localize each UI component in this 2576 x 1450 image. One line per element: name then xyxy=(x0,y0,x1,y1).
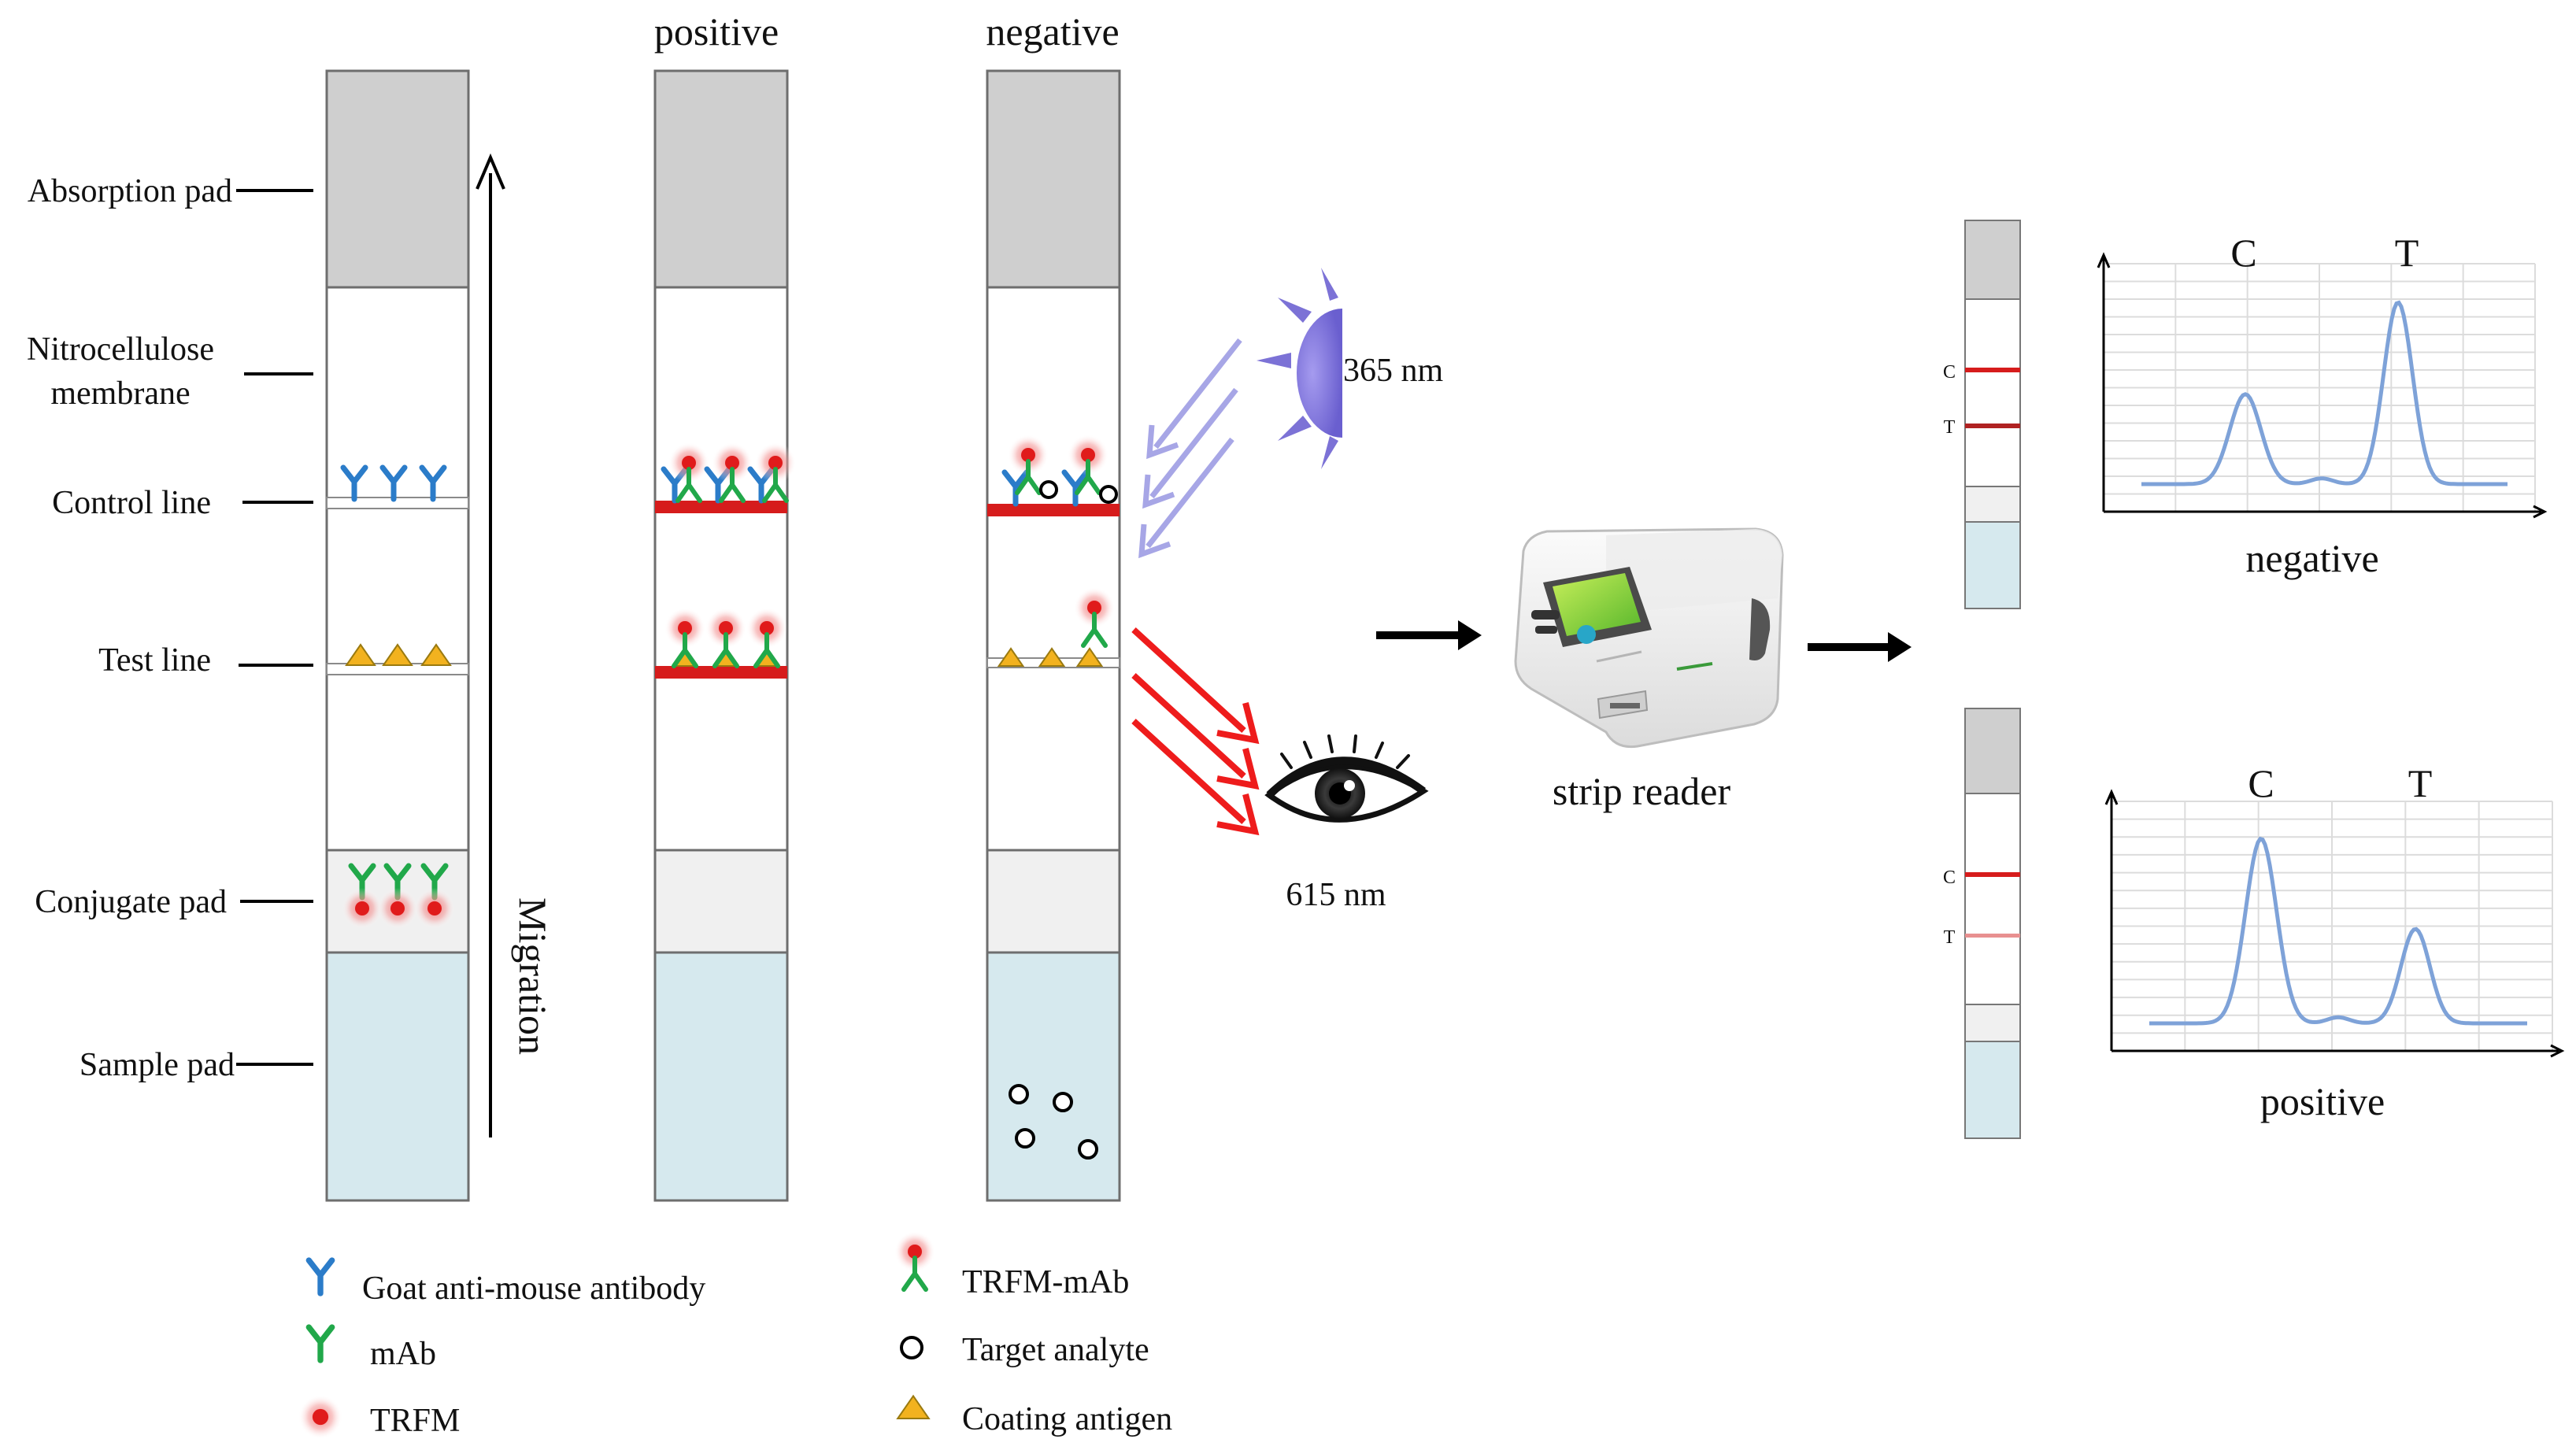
migration-label: Migration xyxy=(511,897,555,1055)
positive-control-red-line xyxy=(655,501,787,513)
positive-result-strip xyxy=(1964,708,2021,1139)
positive-strip-t-label: T xyxy=(1944,927,1956,948)
sample-pad xyxy=(325,951,470,1202)
nitrocellulose-membrane xyxy=(325,286,470,852)
uv-light-icon xyxy=(1257,268,1342,469)
negative-peak-t: T xyxy=(2395,231,2419,275)
membrane-label: membrane xyxy=(50,375,190,412)
positive-control-trfm-mab-2 xyxy=(755,442,796,503)
emission-arrows xyxy=(1131,627,1260,836)
legend-trfm-mab-icon xyxy=(894,1231,935,1292)
emission-label: 615 nm xyxy=(1286,877,1386,913)
coating-antigen-2 xyxy=(420,643,452,666)
coating-antigen-0 xyxy=(345,643,376,666)
negative-strip-title: negative xyxy=(986,9,1119,54)
sample-analyte-1 xyxy=(1053,1092,1073,1112)
negative-strip-c-label: C xyxy=(1943,362,1956,383)
positive-test-complexes xyxy=(664,608,787,668)
negative-control-trfm-mab-0 xyxy=(1008,435,1049,495)
legend-icons xyxy=(298,1231,935,1439)
legend-trfm: TRFM xyxy=(370,1403,460,1439)
negative-result-title: negative xyxy=(2245,536,2378,580)
positive-test-red-line xyxy=(655,666,787,679)
negative-chart xyxy=(2097,252,2548,519)
legend-mab-icon xyxy=(305,1324,335,1363)
sample-analyte-2 xyxy=(1015,1128,1035,1149)
positive-test-trfm-mab-2 xyxy=(746,608,787,668)
negative-antigen-1 xyxy=(1038,647,1066,667)
legend-mab: mAb xyxy=(370,1336,436,1372)
negative-strip-t-label: T xyxy=(1944,417,1956,438)
negative-control-red-line xyxy=(987,504,1120,516)
negative-antigen-2 xyxy=(1075,647,1104,667)
sample-analyte-3 xyxy=(1078,1139,1098,1160)
negative-result-strip xyxy=(1964,220,2021,609)
goat-antibody-1 xyxy=(379,464,408,502)
nitrocellulose-label: Nitrocellulose xyxy=(27,331,214,368)
label-leaders xyxy=(236,189,313,1066)
trfm-mab-2 xyxy=(414,863,455,929)
negative-control-analyte-1 xyxy=(1099,485,1118,504)
legend-goat-antibody-icon xyxy=(305,1257,335,1296)
strip-reader-label: strip reader xyxy=(1553,769,1731,813)
excitation-label: 365 nm xyxy=(1343,353,1444,389)
legend-trfm-mab: TRFM-mAb xyxy=(962,1264,1129,1300)
strip-reader-icon xyxy=(1514,527,1784,749)
sample-analyte-0 xyxy=(1009,1084,1029,1104)
absorption-pad-label: Absorption pad xyxy=(28,173,232,209)
negative-complexes xyxy=(997,435,1118,1160)
migration-arrowhead xyxy=(476,153,505,190)
positive-strip xyxy=(653,69,796,1202)
positive-curve xyxy=(2149,836,2527,1026)
negative-strip xyxy=(986,69,1121,1202)
legend-target-analyte: Target analyte xyxy=(962,1332,1149,1368)
positive-strip-title: positive xyxy=(654,9,779,54)
legend-target-analyte-icon xyxy=(900,1336,923,1359)
goat-antibody-row xyxy=(340,464,447,502)
negative-test-trfm-mab xyxy=(1074,587,1115,648)
trfm-mab-row xyxy=(342,863,455,929)
positive-control-trfm-mab-1 xyxy=(712,442,753,503)
negative-antigen-0 xyxy=(997,647,1025,667)
control-line-label: Control line xyxy=(52,485,211,521)
goat-antibody-2 xyxy=(419,464,447,502)
test-line-label: Test line xyxy=(98,642,211,679)
positive-control-trfm-mab-0 xyxy=(668,442,709,503)
strip-components xyxy=(325,69,470,1202)
negative-control-analyte-0 xyxy=(1039,480,1058,499)
positive-control-complexes xyxy=(661,442,796,504)
positive-strip-c-label: C xyxy=(1943,867,1956,888)
trfm-mab-1 xyxy=(377,863,418,929)
positive-test-trfm-mab-1 xyxy=(705,608,746,668)
uv-arrows xyxy=(1138,338,1242,559)
negative-peak-c: C xyxy=(2230,231,2256,275)
trfm-mab-0 xyxy=(342,863,383,929)
control-line xyxy=(326,497,469,509)
legend-coating-antigen-icon xyxy=(896,1394,931,1419)
positive-chart xyxy=(2104,789,2565,1058)
absorption-pad xyxy=(325,69,470,289)
positive-result-title: positive xyxy=(2260,1079,2385,1123)
coating-antigen-row xyxy=(345,643,452,666)
sample-pad-label: Sample pad xyxy=(80,1047,235,1083)
negative-curve xyxy=(2141,300,2508,486)
legend-coating-antigen: Coating antigen xyxy=(962,1401,1172,1437)
goat-antibody-0 xyxy=(340,464,368,502)
conjugate-pad-label: Conjugate pad xyxy=(35,884,227,920)
legend-goat-antibody: Goat anti-mouse antibody xyxy=(362,1271,705,1307)
legend-trfm-icon xyxy=(298,1395,342,1439)
coating-antigen-1 xyxy=(382,643,413,666)
negative-control-trfm-mab-1 xyxy=(1068,435,1108,495)
eye-icon xyxy=(1264,734,1429,823)
positive-test-trfm-mab-0 xyxy=(664,608,705,668)
positive-peak-c: C xyxy=(2248,761,2274,805)
positive-peak-t: T xyxy=(2408,761,2433,805)
